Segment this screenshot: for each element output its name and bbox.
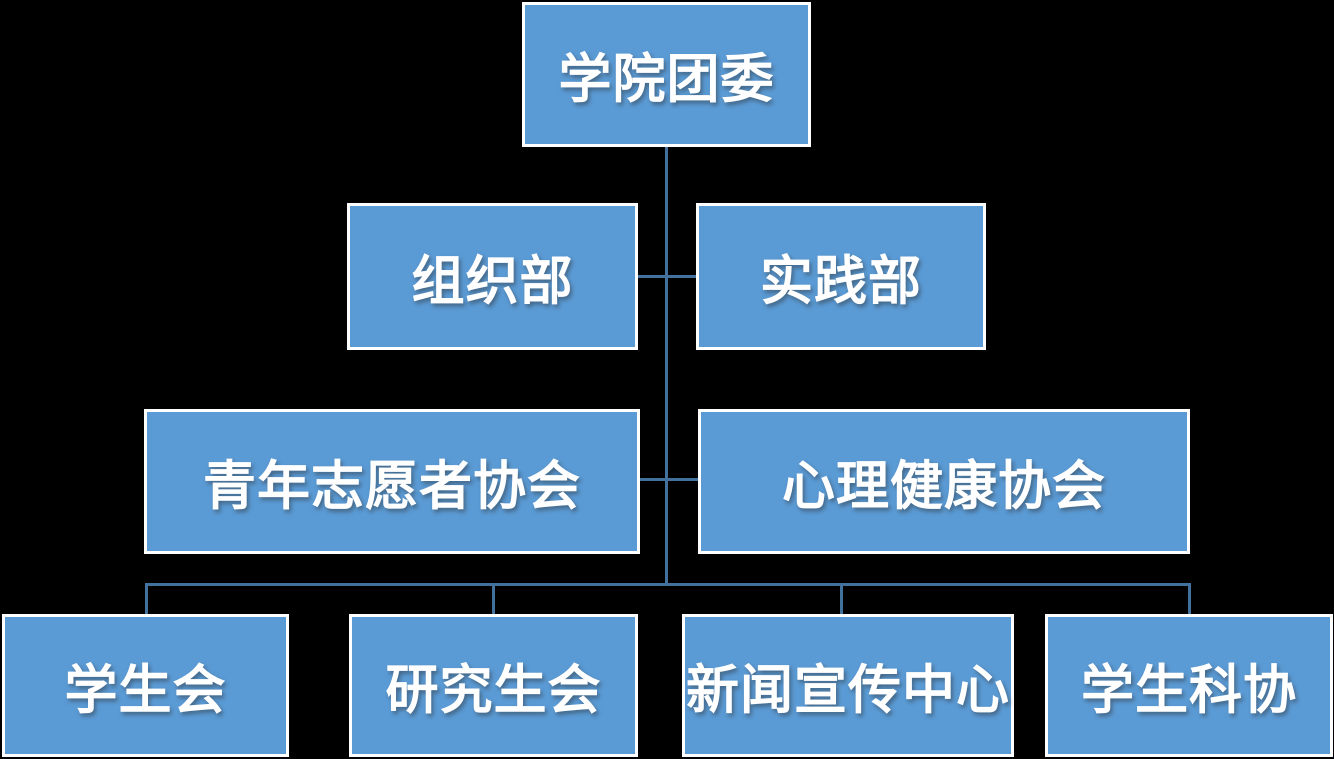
org-node-youth-volunteer-association: 青年志愿者协会 xyxy=(144,409,640,554)
org-node-student-science-association: 学生科协 xyxy=(1045,614,1333,757)
org-node-organization-dept: 组织部 xyxy=(347,203,638,350)
org-node-label: 学生科协 xyxy=(1081,660,1297,720)
connector-drop-news-center xyxy=(840,583,843,614)
org-node-label: 组织部 xyxy=(411,251,574,311)
connector-bottom-bus xyxy=(145,583,1191,586)
org-node-youth-league-committee: 学院团委 xyxy=(522,2,811,147)
org-node-graduate-student-union: 研究生会 xyxy=(349,614,638,757)
org-node-label: 学生会 xyxy=(64,660,227,720)
connector-trunk-vertical xyxy=(665,147,668,586)
org-node-label: 研究生会 xyxy=(385,660,602,720)
org-node-student-union: 学生会 xyxy=(2,614,289,757)
org-node-practice-dept: 实践部 xyxy=(696,203,986,350)
connector-drop-graduate-union xyxy=(492,583,495,614)
connector-drop-science-assoc xyxy=(1188,583,1191,614)
org-node-label: 学院团委 xyxy=(558,49,775,109)
org-node-label: 心理健康协会 xyxy=(782,456,1106,516)
connector-level3-stub xyxy=(640,478,698,481)
org-node-label: 实践部 xyxy=(760,251,922,311)
org-node-label: 青年志愿者协会 xyxy=(203,456,581,516)
org-node-mental-health-association: 心理健康协会 xyxy=(698,409,1190,554)
connector-drop-student-union xyxy=(145,583,148,614)
org-node-news-publicity-center: 新闻宣传中心 xyxy=(682,614,1014,757)
org-node-label: 新闻宣传中心 xyxy=(686,660,1010,720)
connector-level2-stub xyxy=(638,275,696,278)
